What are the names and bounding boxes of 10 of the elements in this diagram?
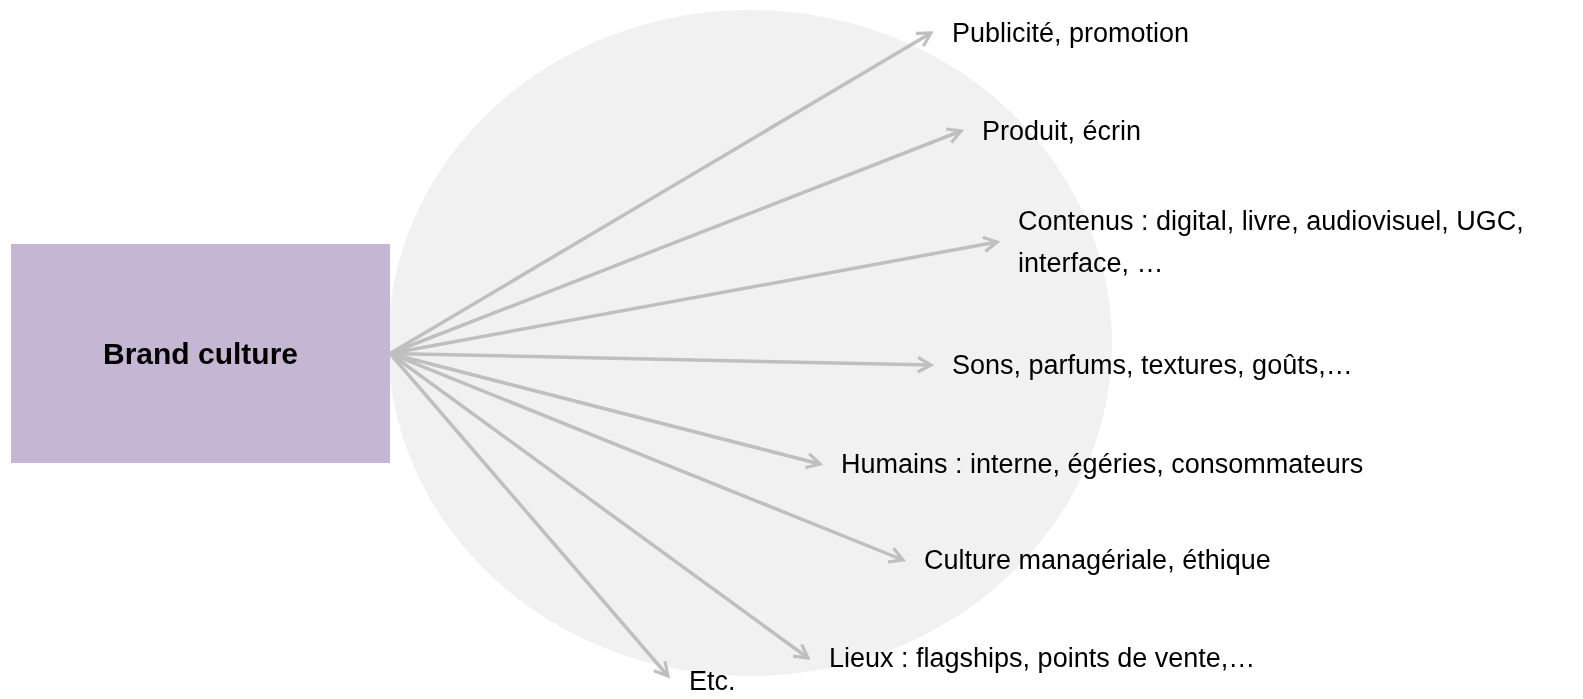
item-label: Contenus : digital, livre, audiovisuel, UGC, interface, … (1018, 206, 1524, 278)
item-label: Lieux : flagships, points de vente,… (829, 643, 1256, 673)
item-label: Publicité, promotion (952, 18, 1190, 48)
item-label: Produit, écrin (982, 116, 1142, 146)
item-label: Culture managériale, éthique (924, 545, 1271, 575)
item-label: Humains : interne, égéries, consommateurs (841, 449, 1364, 479)
item-label: Sons, parfums, textures, goûts,… (952, 350, 1353, 380)
concept-box (11, 244, 390, 463)
box-title: Brand culture (103, 336, 298, 371)
item-label: Etc. (689, 666, 736, 696)
